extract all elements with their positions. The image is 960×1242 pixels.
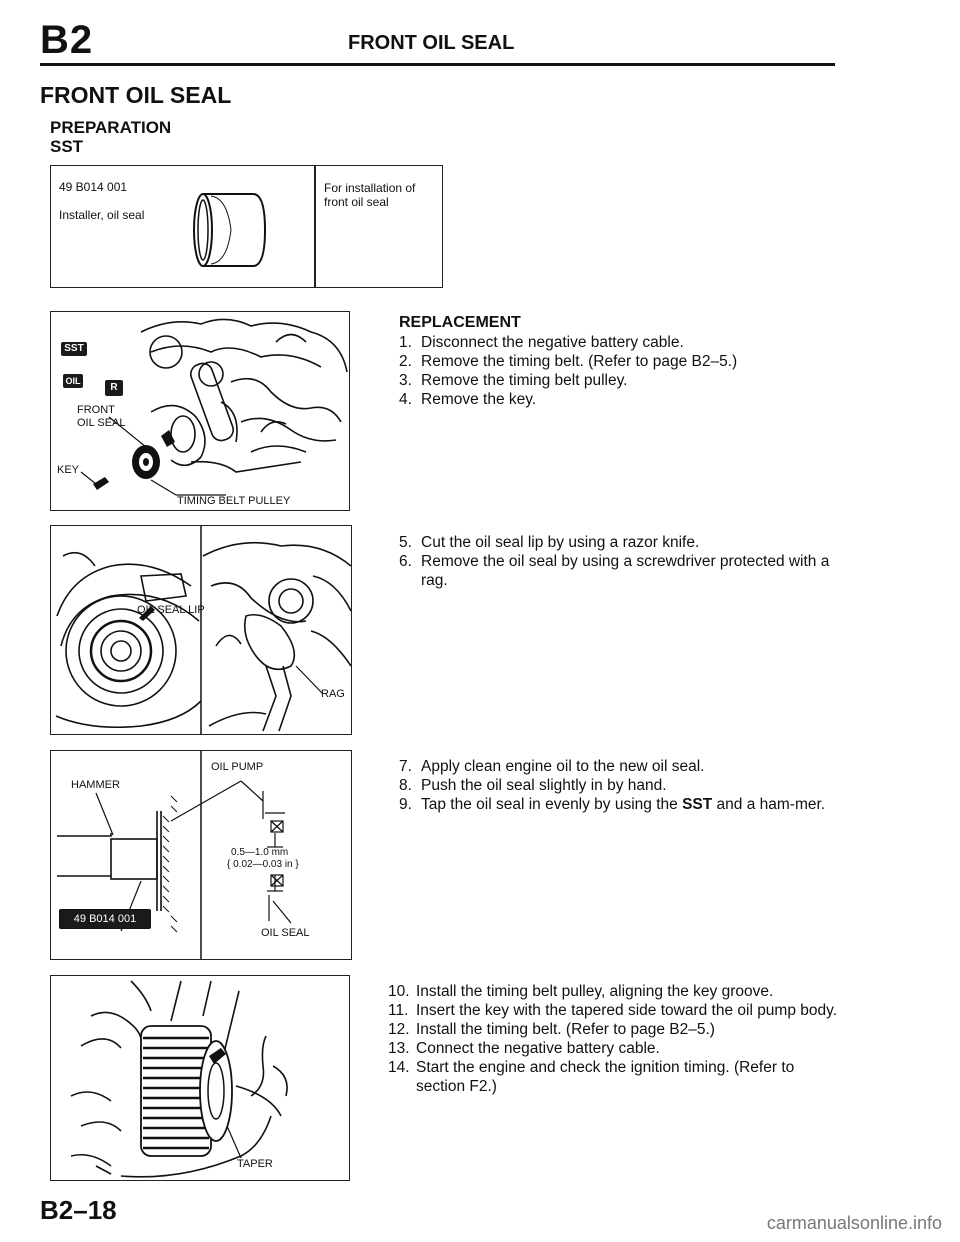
oil-badge: OIL <box>63 374 83 388</box>
clearance-in-label: { 0.02—0.03 in } <box>227 859 299 870</box>
step-item: 2.Remove the timing belt. (Refer to page… <box>399 353 738 370</box>
step-item: 4.Remove the key. <box>399 391 537 408</box>
step-item: 1.Disconnect the negative battery cable. <box>399 334 684 351</box>
procedure-group-4: 10.Install the timing belt pulley, align… <box>388 982 840 1096</box>
sst-tool-name: Installer, oil seal <box>59 208 145 222</box>
sst-tool-note: For installation of front oil seal <box>324 181 416 209</box>
header-rule <box>40 63 835 66</box>
rag-label: RAG <box>321 688 345 700</box>
r-badge: R <box>105 380 123 396</box>
sst-heading: SST <box>50 137 84 156</box>
hammer-label: HAMMER <box>71 779 120 791</box>
step-item: 6.Remove the oil seal by using a screwdr… <box>399 553 830 589</box>
oil-seal-label: OIL SEAL <box>261 927 310 939</box>
section-title: FRONT OIL SEAL <box>40 82 232 108</box>
step-item: 7.Apply clean engine oil to the new oil … <box>399 758 705 775</box>
step-item: 9.Tap the oil seal in evenly by using th… <box>399 796 826 813</box>
step-item: 8.Push the oil seal slightly in by hand. <box>399 777 667 794</box>
timing-belt-pulley-label: TIMING BELT PULLEY <box>177 495 291 507</box>
taper-label: TAPER <box>237 1158 273 1170</box>
sst-table: 49 B014 001 Installer, oil seal For inst… <box>50 165 443 288</box>
step-item: 5.Cut the oil seal lip by using a razor … <box>399 534 700 551</box>
key-label: KEY <box>57 464 80 476</box>
section-code: B2 <box>40 18 94 62</box>
step-item: 12.Install the timing belt. (Refer to pa… <box>388 1021 715 1038</box>
oil-pump-label: OIL PUMP <box>211 761 264 773</box>
oil-seal-installer-icon <box>193 193 267 267</box>
engine-front-drawing <box>80 318 348 496</box>
pulley-install-drawing <box>70 980 288 1178</box>
watermark: carmanualsonline.info <box>766 1213 942 1233</box>
step-item: 3.Remove the timing belt pulley. <box>399 372 628 389</box>
front-oil-seal-label: OIL SEAL <box>77 417 126 429</box>
step-item: 14.Start the engine and check the igniti… <box>388 1059 795 1095</box>
step-item: 13.Connect the negative battery cable. <box>388 1040 660 1057</box>
sst-part-number: 49 B014 001 <box>59 180 128 194</box>
page-header-title: FRONT OIL SEAL <box>348 32 515 54</box>
page-number: B2–18 <box>40 1195 117 1225</box>
sst-table-divider <box>314 166 316 287</box>
step-item: 11.Insert the key with the tapered side … <box>388 1002 838 1019</box>
oil-seal-removal-drawing <box>55 526 351 734</box>
clearance-mm-label: 0.5—1.0 mm <box>231 847 289 858</box>
procedure-group-3: 7.Apply clean engine oil to the new oil … <box>399 757 839 814</box>
figure-install-pulley: TAPER <box>50 975 350 1181</box>
front-label: FRONT <box>77 404 115 416</box>
preparation-heading: PREPARATION <box>50 118 172 137</box>
step-item: 10.Install the timing belt pulley, align… <box>388 983 774 1000</box>
sst-tool-badge: 49 B014 001 <box>59 909 151 929</box>
sst-emphasis: SST <box>682 796 713 813</box>
figure-install-oil-seal: OIL PUMP HAMMER 0.5—1.0 mm { 0.02—0.03 i… <box>50 750 352 960</box>
procedure-group-1: REPLACEMENT 1.Disconnect the negative ba… <box>399 313 839 409</box>
figure-cut-oil-seal: OIL SEAL LIP RAG <box>50 525 352 735</box>
sst-badge: SST <box>61 342 87 356</box>
procedure-group-2: 5.Cut the oil seal lip by using a razor … <box>399 533 839 590</box>
figure-remove-pulley: SST OIL R FRONT OIL SEAL KEY TIMING BELT… <box>50 311 350 511</box>
oil-seal-lip-label: OIL SEAL LIP <box>137 604 205 616</box>
oil-seal-install-drawing <box>57 751 292 959</box>
replacement-heading: REPLACEMENT <box>399 314 521 331</box>
